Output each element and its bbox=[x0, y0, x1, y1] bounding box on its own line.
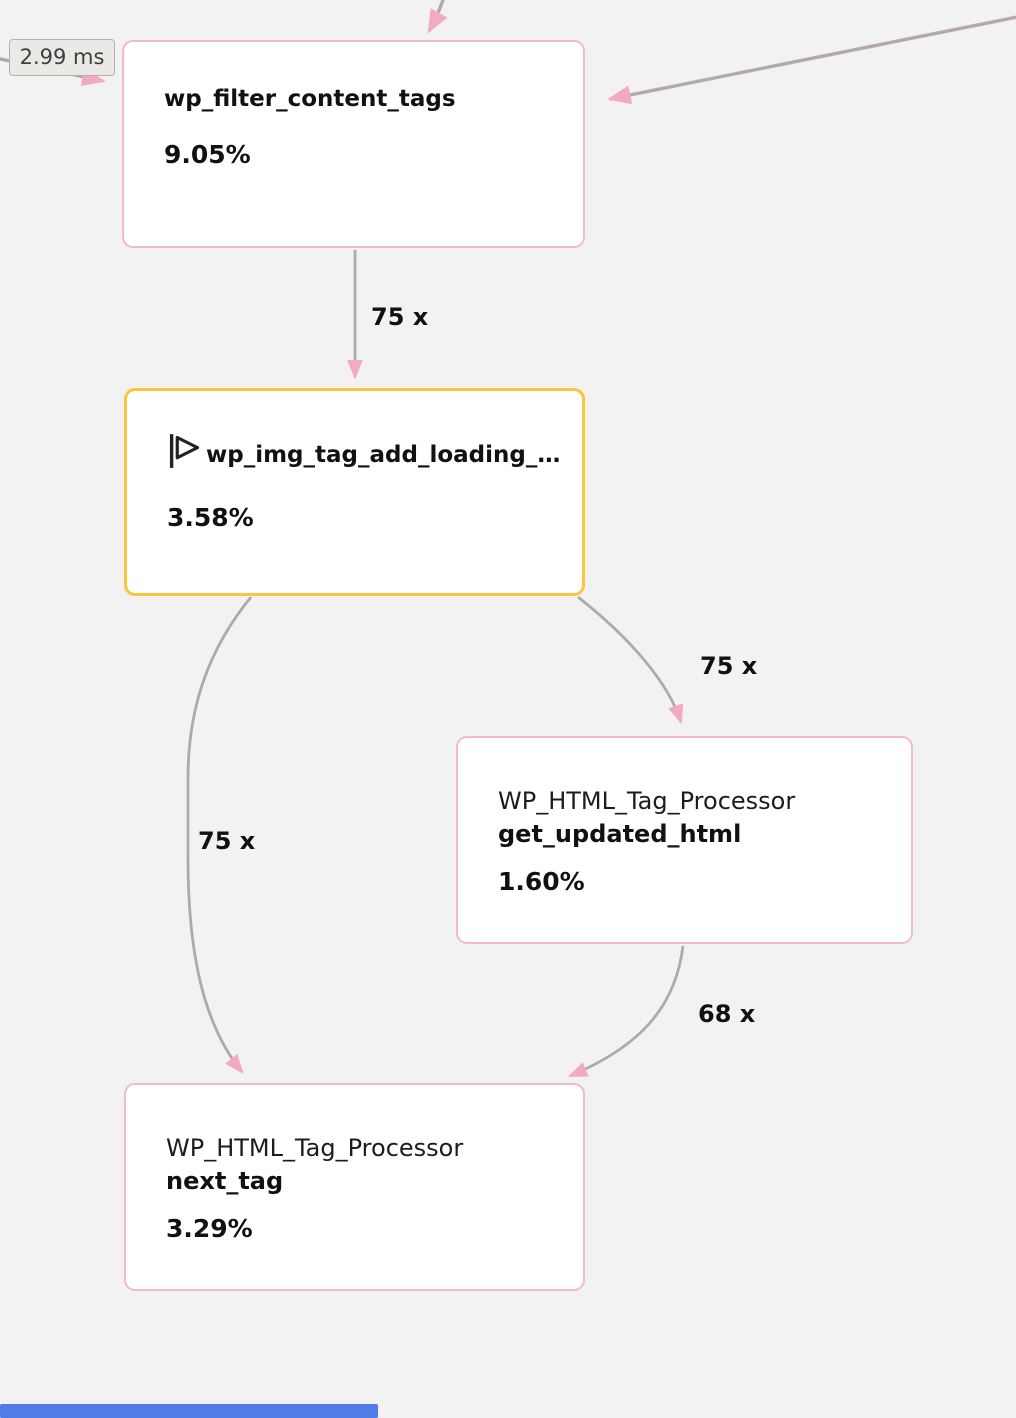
node-method: next_tag bbox=[166, 1167, 284, 1195]
flag-icon bbox=[167, 433, 201, 477]
edge-get-updated-html-to-next-tag bbox=[567, 945, 685, 1078]
edge-incoming-top-right bbox=[607, 15, 1016, 105]
node-title-text: wp_img_tag_add_loading_… bbox=[206, 442, 561, 468]
node-title: wp_img_tag_add_loading_… bbox=[167, 433, 560, 477]
edge-label-img-to-next-tag: 75 x bbox=[198, 827, 256, 855]
node-method: get_updated_html bbox=[498, 820, 742, 848]
node-percent: 3.29% bbox=[166, 1214, 253, 1243]
graph-node-get-updated-html[interactable]: WP_HTML_Tag_Processor get_updated_html 1… bbox=[456, 736, 913, 944]
edge-label-get-updated-html-to-next-tag: 68 x bbox=[698, 1000, 756, 1028]
edge-label-img-to-get-updated-html: 75 x bbox=[700, 652, 758, 680]
horizontal-scrollbar-thumb[interactable] bbox=[0, 1404, 378, 1418]
node-percent: 9.05% bbox=[164, 140, 251, 169]
graph-node-wp-filter-content-tags[interactable]: wp_filter_content_tags 9.05% bbox=[122, 40, 585, 248]
graph-node-wp-img-tag-add-loading[interactable]: wp_img_tag_add_loading_… 3.58% bbox=[124, 388, 585, 596]
graph-node-next-tag[interactable]: WP_HTML_Tag_Processor next_tag 3.29% bbox=[124, 1083, 585, 1291]
edge-img-to-next-tag bbox=[186, 596, 253, 1074]
edge-img-to-get-updated-html bbox=[577, 595, 684, 725]
edge-label-filter-to-img: 75 x bbox=[371, 303, 429, 331]
node-percent: 3.58% bbox=[167, 503, 254, 532]
node-percent: 1.60% bbox=[498, 867, 585, 896]
duration-tooltip: 2.99 ms bbox=[9, 39, 115, 76]
edge-incoming-top bbox=[427, 0, 448, 34]
node-class-name: WP_HTML_Tag_Processor bbox=[498, 787, 796, 815]
node-title: wp_filter_content_tags bbox=[164, 86, 456, 112]
node-class-name: WP_HTML_Tag_Processor bbox=[166, 1134, 464, 1162]
